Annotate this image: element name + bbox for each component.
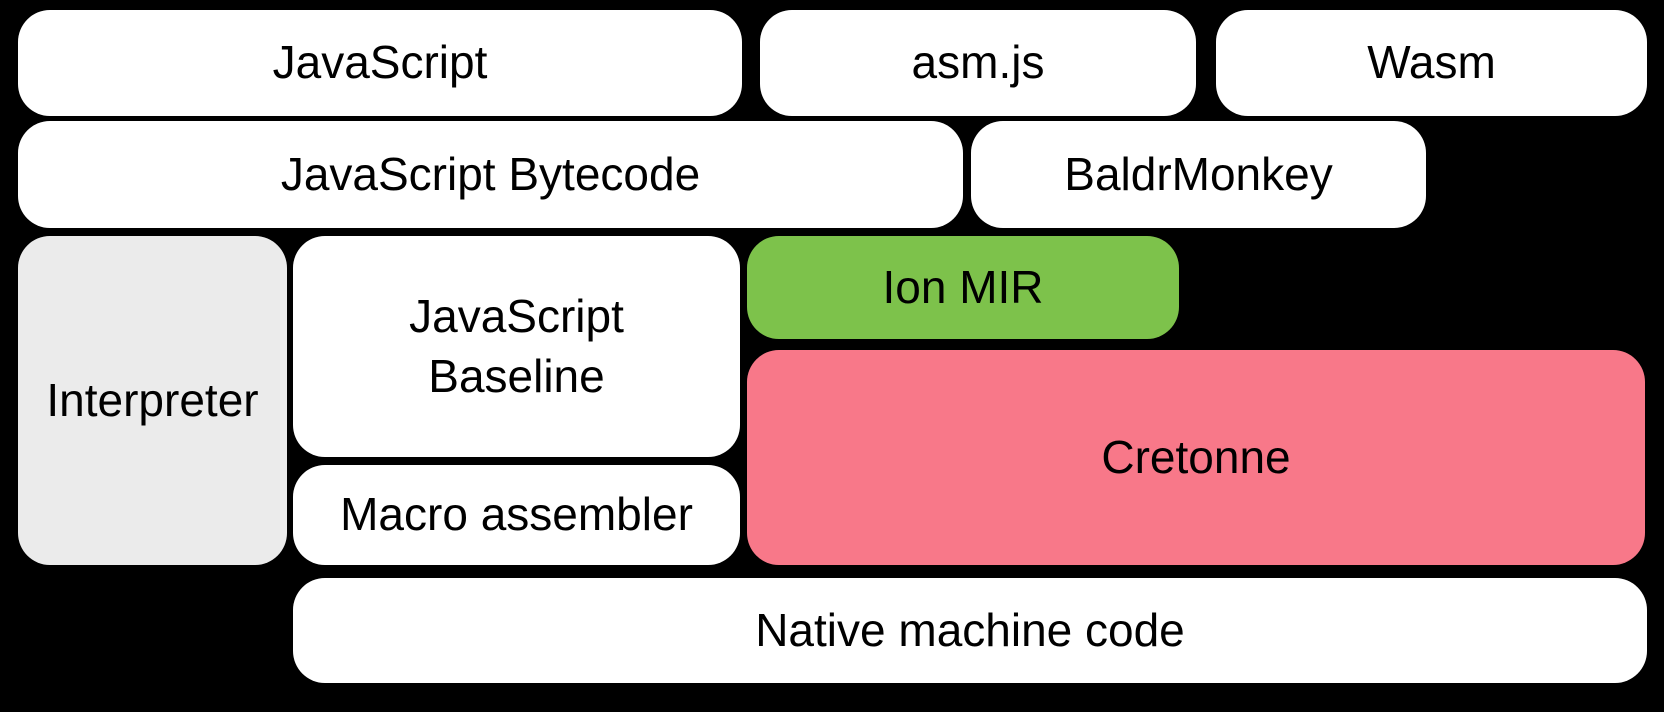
block-asm-js: asm.js — [760, 10, 1196, 116]
block-javascript-baseline: JavaScript Baseline — [293, 236, 740, 457]
block-javascript: JavaScript — [18, 10, 742, 116]
block-javascript-label: JavaScript — [272, 36, 488, 89]
block-cretonne: Cretonne — [747, 350, 1645, 565]
block-baldrmonkey-label: BaldrMonkey — [1064, 147, 1333, 200]
block-wasm: Wasm — [1216, 10, 1647, 116]
block-ion-mir-label: Ion MIR — [882, 260, 1044, 313]
block-javascript-bytecode-label: JavaScript Bytecode — [280, 147, 701, 200]
block-interpreter: Interpreter — [18, 236, 287, 565]
block-javascript-bytecode: JavaScript Bytecode — [18, 121, 963, 228]
block-native-machine-code: Native machine code — [293, 578, 1647, 683]
block-javascript-baseline-label: JavaScript Baseline — [409, 289, 624, 402]
block-ion-mir: Ion MIR — [747, 236, 1179, 339]
block-cretonne-label: Cretonne — [1101, 430, 1291, 483]
block-interpreter-label: Interpreter — [46, 373, 259, 426]
block-asm-js-label: asm.js — [911, 36, 1045, 89]
block-macro-assembler: Macro assembler — [293, 465, 740, 565]
block-baldrmonkey: BaldrMonkey — [971, 121, 1426, 228]
block-wasm-label: Wasm — [1367, 36, 1496, 89]
block-macro-assembler-label: Macro assembler — [340, 488, 693, 541]
block-native-machine-code-label: Native machine code — [755, 603, 1185, 656]
